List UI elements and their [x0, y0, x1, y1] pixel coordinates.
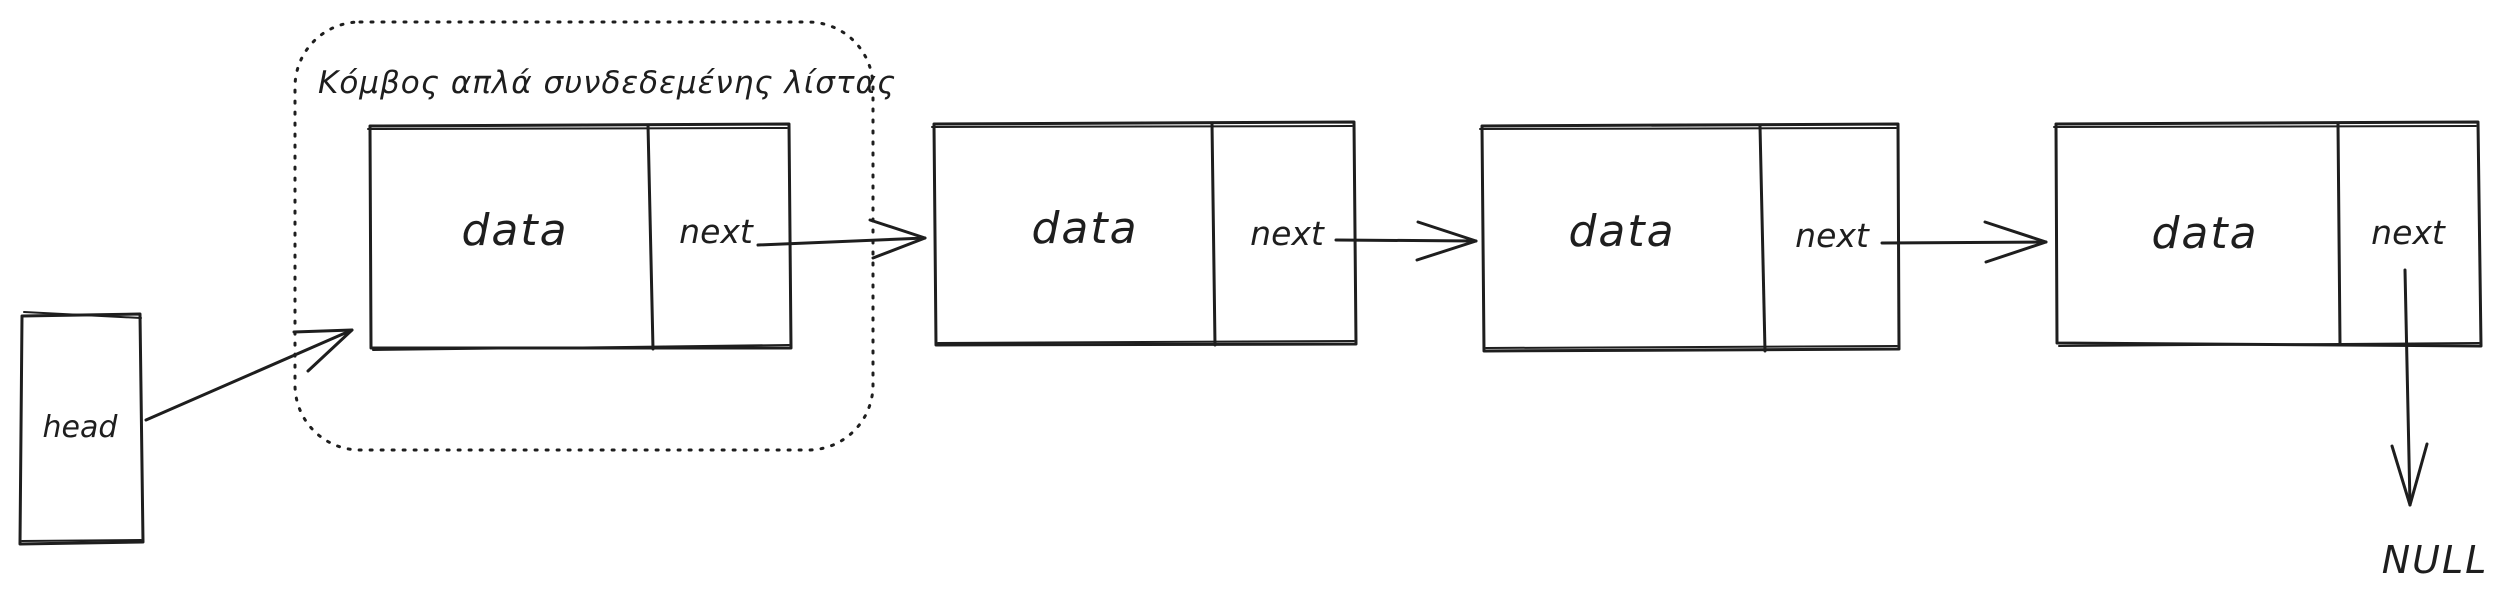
null-terminator-label: NULL	[2382, 538, 2489, 582]
node-2-next-label: next	[1250, 214, 1325, 253]
list-node-4: data next	[2053, 120, 2483, 348]
node-4-next-label: next	[2371, 213, 2446, 252]
node-2-data-label: data	[1031, 203, 1138, 254]
list-node-1: data next	[367, 122, 793, 351]
node-4-data-label: data	[2151, 208, 2258, 259]
node-group-caption: Κόμβος απλά συνδεδεμένης λίστας	[318, 65, 896, 101]
node-1-data-label: data	[461, 205, 568, 256]
list-node-2: data next	[931, 120, 1358, 347]
node-1-next-label: next	[679, 212, 754, 251]
list-node-3: data next	[1479, 122, 1901, 353]
head-to-node-1-arrow	[144, 328, 354, 422]
node-1-to-node-2-arrow	[756, 218, 927, 260]
head-box: head	[18, 311, 145, 546]
node-2-to-node-3-arrow	[1334, 220, 1478, 262]
node-group-outline: Κόμβος απλά συνδεδεμένης λίστας	[293, 20, 896, 452]
node-3-to-node-4-arrow	[1880, 220, 2048, 264]
node-4-to-null-arrow	[2390, 268, 2429, 507]
node-3-data-label: data	[1568, 206, 1675, 257]
head-label: head	[43, 410, 119, 445]
node-3-next-label: next	[1795, 216, 1870, 255]
